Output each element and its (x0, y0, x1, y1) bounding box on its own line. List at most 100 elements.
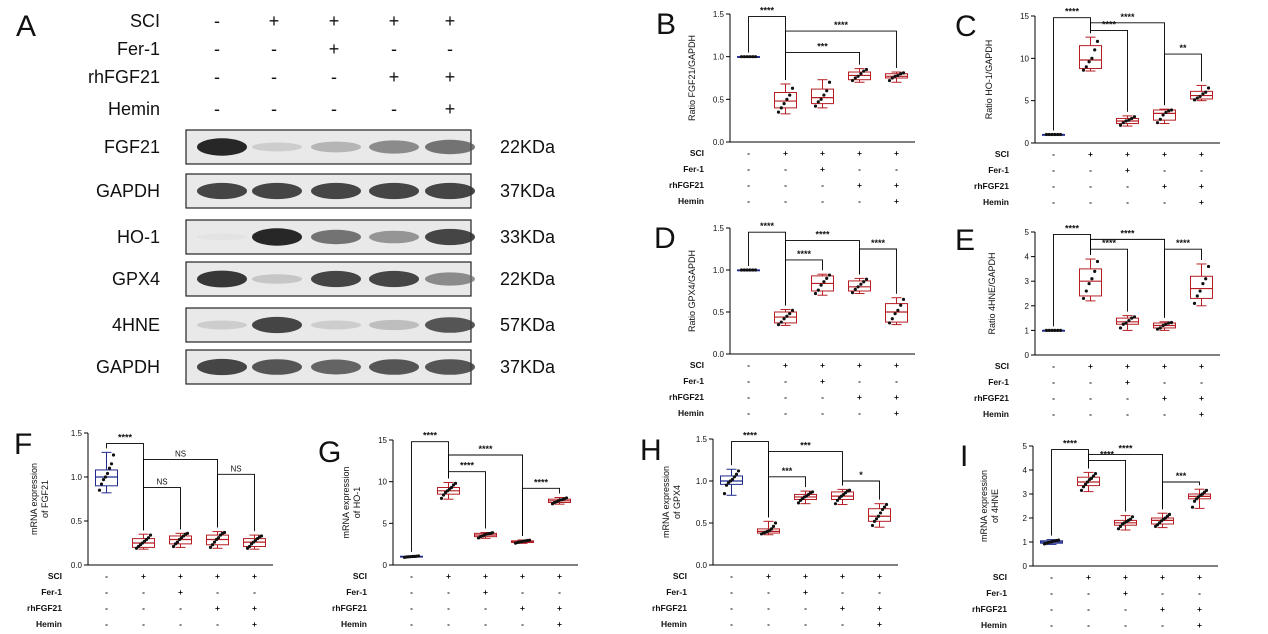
condition-sign: - (1126, 409, 1129, 419)
significance-label: **** (1102, 19, 1117, 29)
data-point (1044, 328, 1049, 332)
data-point (1161, 323, 1165, 328)
data-point (1198, 94, 1202, 99)
condition-sign: - (1050, 588, 1053, 598)
condition-sign: + (1199, 361, 1204, 371)
blot-band (197, 182, 247, 200)
y-tick-label: 5 (383, 519, 388, 528)
data-point (785, 97, 789, 101)
condition-sign: - (105, 571, 108, 581)
condition-label: Fer-1 (683, 164, 704, 174)
blot-band (252, 142, 302, 152)
data-point (745, 55, 749, 59)
blot-band (311, 229, 361, 245)
condition-sign: - (858, 164, 861, 174)
panel-letter: I (960, 440, 968, 473)
condition-label: Fer-1 (986, 588, 1007, 598)
data-point (1084, 289, 1088, 293)
data-point (833, 502, 838, 506)
condition-sign: - (214, 99, 220, 119)
data-point (859, 72, 863, 76)
condition-sign: - (804, 603, 807, 613)
blot-row-label: GAPDH (96, 181, 160, 201)
condition-sign: - (1089, 197, 1092, 207)
data-point (185, 531, 190, 535)
condition-sign: + (252, 619, 257, 629)
significance-label: NS (156, 478, 167, 487)
condition-sign: - (747, 164, 750, 174)
y-axis-label: mRNA expression (29, 463, 39, 535)
condition-sign: + (766, 571, 771, 581)
data-point (564, 496, 569, 500)
condition-sign: - (331, 99, 337, 119)
condition-sign: - (821, 392, 824, 402)
data-point (107, 466, 112, 470)
condition-sign: + (820, 376, 825, 386)
condition-sign: + (894, 408, 899, 418)
data-point (1169, 108, 1174, 112)
condition-sign: - (410, 571, 413, 581)
condition-sign: - (747, 392, 750, 402)
condition-sign: - (784, 376, 787, 386)
significance-bracket (1090, 29, 1128, 112)
condition-sign: - (858, 408, 861, 418)
data-point (259, 534, 264, 538)
condition-sign: - (784, 196, 787, 206)
data-point (216, 536, 221, 540)
data-point (785, 314, 789, 318)
panel-letter: D (654, 222, 676, 255)
condition-label: SCI (995, 361, 1009, 371)
data-point (101, 478, 106, 482)
data-point (1204, 277, 1208, 281)
box-iqr (774, 92, 797, 109)
data-point (893, 312, 897, 316)
data-point (788, 312, 792, 316)
blot-band (369, 319, 419, 331)
significance-bracket (859, 248, 897, 294)
significance-label: *** (800, 441, 811, 451)
y-tick-label: 1.0 (71, 473, 83, 482)
condition-sign: + (557, 571, 562, 581)
y-tick-label: 3 (1023, 490, 1028, 499)
condition-sign: + (389, 67, 400, 87)
blot-band (252, 182, 302, 200)
significance-bracket (785, 30, 897, 80)
data-point (1053, 132, 1057, 137)
y-tick-label: 1 (1023, 538, 1028, 547)
data-point (753, 55, 758, 59)
significance-label: **** (1100, 449, 1115, 459)
condition-sign: - (521, 619, 524, 629)
condition-sign: + (215, 603, 220, 613)
condition-label: SCI (353, 571, 367, 581)
data-point (1200, 492, 1205, 496)
condition-sign: - (1052, 377, 1055, 387)
condition-sign: + (1125, 149, 1130, 159)
data-point (1091, 474, 1096, 478)
condition-sign: + (783, 360, 788, 370)
condition-sign: + (1199, 393, 1204, 403)
blot-band (311, 141, 361, 153)
condition-sign: - (447, 619, 450, 629)
blot-row-label: FGF21 (104, 137, 160, 157)
data-point (870, 523, 875, 528)
data-point (1079, 488, 1084, 492)
condition-label: Hemin (108, 99, 160, 119)
y-axis-label: of GPX4 (672, 485, 682, 519)
panel-letter: H (640, 434, 662, 467)
condition-sign: + (857, 148, 862, 158)
condition-sign: + (269, 11, 280, 31)
significance-bracket (1090, 248, 1128, 312)
blot-row-label: GAPDH (96, 357, 160, 377)
box-iqr (1079, 268, 1102, 297)
data-point (1169, 320, 1174, 325)
condition-sign: - (730, 571, 733, 581)
molecular-weight-label: 57KDa (500, 315, 556, 335)
y-tick-label: 0 (1023, 562, 1028, 571)
condition-sign: + (1088, 361, 1093, 371)
molecular-weight-label: 22KDa (500, 137, 556, 157)
data-point (769, 527, 774, 531)
y-tick-label: 0.0 (71, 561, 83, 570)
data-point (1118, 524, 1123, 529)
